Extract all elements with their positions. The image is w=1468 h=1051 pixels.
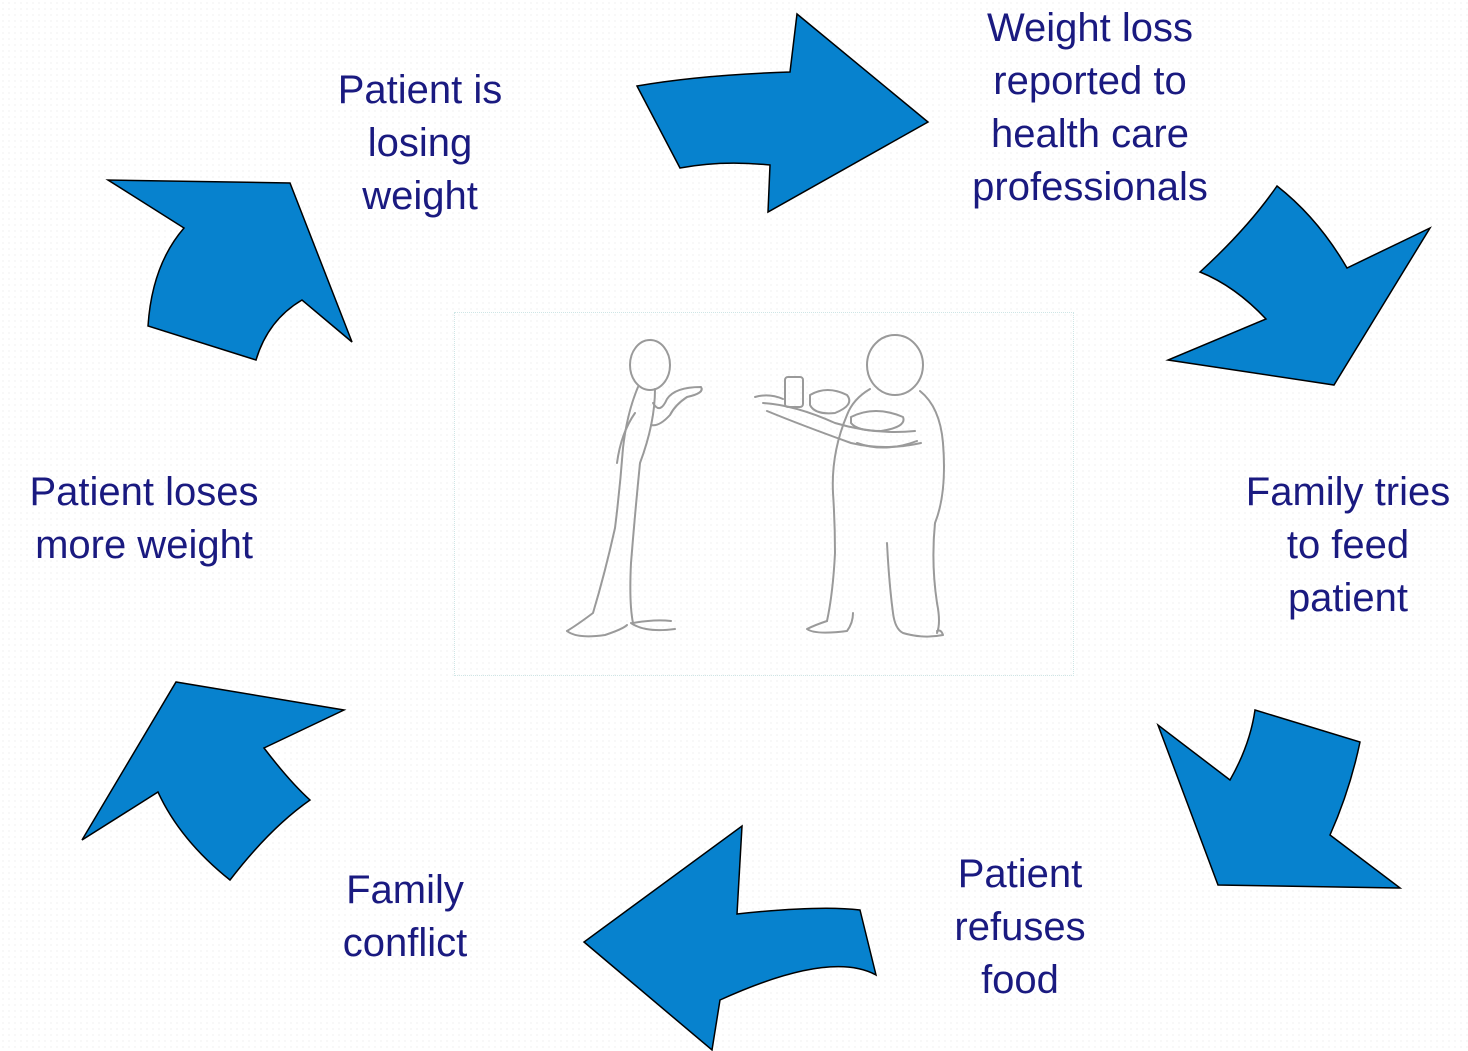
step-label-weight-loss-reported: Weight loss reported to health care prof… bbox=[972, 6, 1208, 209]
person-offering-food-illustration bbox=[454, 312, 1074, 676]
step-label-patient-loses-more-weight: Patient loses more weight bbox=[29, 470, 259, 567]
curved-arrow-icon bbox=[582, 824, 878, 1051]
step-label-patient-refuses-food: Patient refuses food bbox=[954, 852, 1086, 1002]
curved-arrow-icon bbox=[81, 681, 347, 882]
curved-arrow-icon bbox=[1156, 709, 1403, 889]
step-label-patient-losing-weight: Patient is losing weight bbox=[337, 68, 503, 218]
curved-arrow-icon bbox=[105, 179, 353, 361]
step-label-family-conflict: Family conflict bbox=[342, 868, 468, 965]
curved-arrow-icon bbox=[1165, 184, 1432, 386]
curved-arrow-icon bbox=[635, 12, 930, 214]
step-label-family-tries-to-feed: Family tries to feed patient bbox=[1245, 470, 1451, 620]
